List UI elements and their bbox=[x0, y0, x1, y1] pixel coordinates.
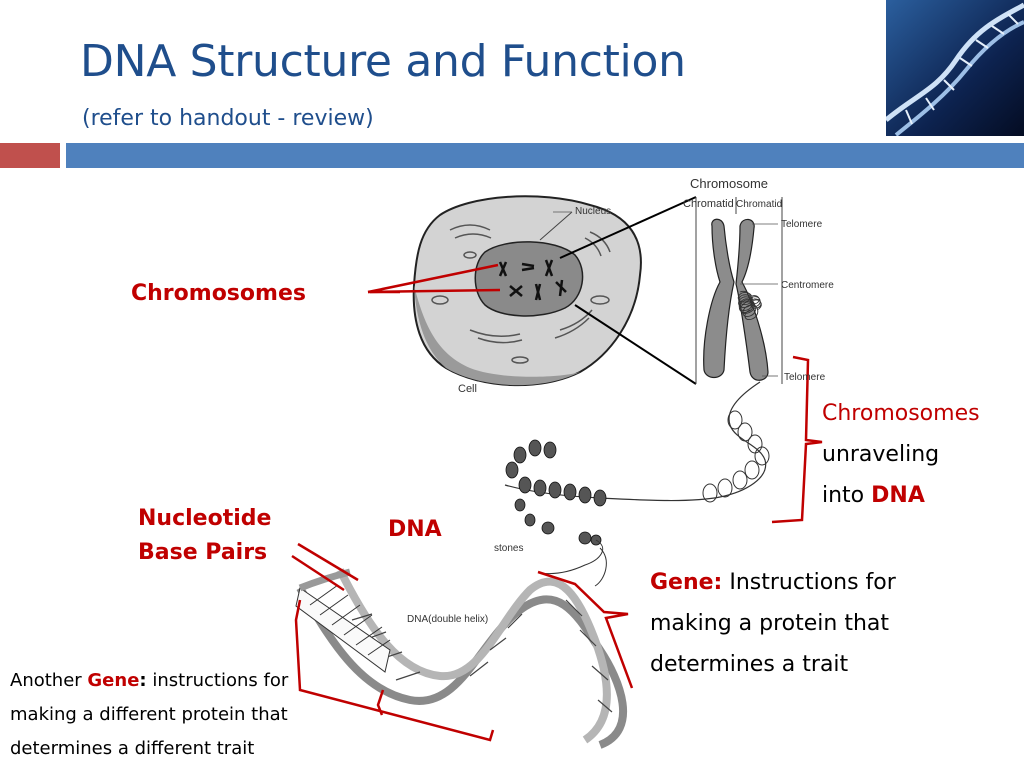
unravel-line-3-dna: DNA bbox=[871, 483, 925, 508]
cell-illustration bbox=[412, 195, 642, 387]
label-centromere: Centromere bbox=[781, 280, 834, 291]
callout-gene: Gene: Instructions for making a protein … bbox=[650, 562, 896, 685]
nucleotide-line-2: Base Pairs bbox=[138, 540, 268, 565]
another-line-2: making a different protein that bbox=[10, 704, 288, 725]
another-colon: : bbox=[139, 670, 147, 691]
callout-another-gene: Another Gene: instructions for making a … bbox=[10, 664, 288, 766]
header-bar-blue bbox=[66, 143, 1024, 168]
header-bar-red bbox=[0, 143, 60, 168]
chromosome-panel bbox=[553, 197, 783, 384]
another-line-3: determines a different trait bbox=[10, 738, 255, 759]
another-line-1-rest: instructions for bbox=[146, 670, 289, 691]
label-histones: stones bbox=[494, 543, 523, 554]
label-telomere-top: Telomere bbox=[781, 219, 823, 230]
dna-helix-corner-image bbox=[886, 0, 1024, 136]
another-gene-bold: Gene bbox=[87, 670, 140, 691]
gene-line-3: determines a trait bbox=[650, 652, 849, 677]
unravel-line-3-prefix: into bbox=[822, 483, 872, 508]
slide-title: DNA Structure and Function bbox=[80, 36, 686, 87]
another-prefix: Another bbox=[10, 670, 88, 691]
unraveling-chromatin bbox=[504, 381, 770, 587]
red-callouts bbox=[291, 263, 823, 742]
label-chromatid-left: Chromatid bbox=[683, 198, 734, 210]
callout-chromosomes-unraveling: Chromosomes unraveling into DNA bbox=[822, 393, 980, 516]
label-nucleus: Nucleus bbox=[575, 206, 611, 217]
gene-line-2: making a protein that bbox=[650, 611, 890, 636]
label-double-helix: DNA(double helix) bbox=[407, 614, 488, 625]
label-telomere-bottom: Telomere bbox=[784, 372, 826, 383]
gene-line-1-rest: Instructions for bbox=[722, 570, 896, 595]
nucleotide-line-1: Nucleotide bbox=[138, 506, 272, 531]
label-cell: Cell bbox=[458, 383, 477, 395]
callout-chromosomes: Chromosomes bbox=[131, 281, 306, 306]
gene-bold: Gene: bbox=[650, 570, 723, 595]
label-chromatid-right: Chromatid bbox=[736, 199, 782, 210]
callout-nucleotide-base-pairs: Nucleotide Base Pairs bbox=[138, 502, 271, 570]
label-chromosome-heading: Chromosome bbox=[690, 176, 768, 191]
double-helix bbox=[295, 568, 628, 749]
another-line-1: Another Gene: instructions for bbox=[10, 664, 288, 698]
unravel-line-1: Chromosomes bbox=[822, 401, 980, 426]
slide-subtitle: (refer to handout - review) bbox=[82, 106, 374, 131]
unravel-line-2: unraveling bbox=[822, 442, 940, 467]
callout-dna: DNA bbox=[388, 517, 442, 542]
unravel-line-3: into DNA bbox=[822, 475, 980, 516]
gene-line-1: Gene: Instructions for bbox=[650, 562, 896, 603]
